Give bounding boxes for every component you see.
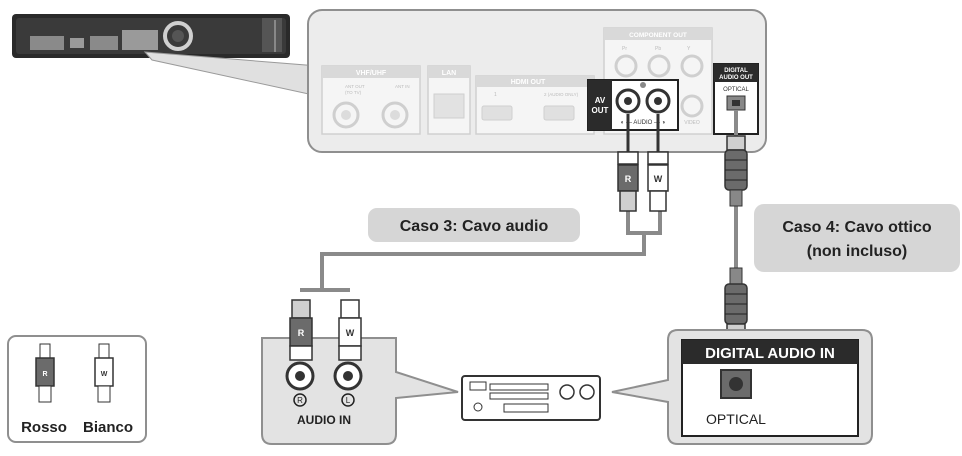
white-plug-bottom: W xyxy=(338,299,362,361)
optical-out-label: OPTICAL xyxy=(723,87,749,93)
svg-text:L: L xyxy=(346,396,351,405)
svg-text:Y: Y xyxy=(687,46,691,52)
receiver-audio-in-callout: R L AUDIO IN xyxy=(261,337,459,445)
svg-text:R: R xyxy=(42,371,47,378)
plug-color-legend: R W Rosso Bianco xyxy=(7,335,147,443)
hdmi-out-label: HDMI OUT xyxy=(511,79,546,86)
svg-text:2 (AUDIO ONLY): 2 (AUDIO ONLY) xyxy=(544,92,579,97)
legend-bianco: Bianco xyxy=(83,419,133,436)
audio-in-label: AUDIO IN xyxy=(297,413,351,427)
audio-label: ◐ — AUDIO — ◑ xyxy=(621,120,666,126)
legend-rosso: Rosso xyxy=(21,419,67,436)
vhf-uhf-label: VHF/UHF xyxy=(356,70,387,77)
svg-text:R: R xyxy=(297,396,303,405)
ant-in-label: ANT IN xyxy=(395,84,410,89)
player-back-panel: VHF/UHF ANT OUT (TO TV) ANT IN LAN HDMI … xyxy=(307,9,767,153)
svg-text:W: W xyxy=(101,371,108,378)
svg-text:1: 1 xyxy=(494,92,497,98)
svg-text:(TO TV): (TO TV) xyxy=(345,90,362,95)
svg-text:W: W xyxy=(654,174,663,184)
ant-out-label: ANT OUT xyxy=(345,84,365,89)
av-out-label: AV xyxy=(595,96,606,105)
svg-text:DIGITAL: DIGITAL xyxy=(724,68,748,74)
video-label: VIDEO xyxy=(684,120,700,126)
optical-in-label: OPTICAL xyxy=(706,411,766,427)
svg-text:OUT: OUT xyxy=(592,106,609,115)
red-plug-top: R xyxy=(617,151,639,212)
case3-caption: Caso 3: Cavo audio xyxy=(400,218,549,235)
svg-text:R: R xyxy=(625,174,632,184)
svg-text:W: W xyxy=(346,328,355,338)
svg-text:Pr: Pr xyxy=(622,46,627,52)
digital-audio-in-callout: DIGITAL AUDIO IN OPTICAL xyxy=(611,329,873,445)
red-plug-bottom: R xyxy=(289,299,313,361)
svg-text:Pb: Pb xyxy=(655,46,661,52)
player-thumbnail xyxy=(12,14,290,58)
case4-caption-line1: Caso 4: Cavo ottico xyxy=(782,219,932,236)
av-receiver xyxy=(461,375,601,421)
lan-label: LAN xyxy=(442,70,456,77)
zoom-wedge xyxy=(143,51,319,97)
optical-cable xyxy=(724,110,748,340)
svg-text:AUDIO OUT: AUDIO OUT xyxy=(719,75,753,81)
digital-audio-in-header: DIGITAL AUDIO IN xyxy=(705,345,835,362)
component-out-label: COMPONENT OUT xyxy=(629,32,687,39)
case4-caption-line2: (non incluso) xyxy=(807,243,907,260)
white-plug-top: W xyxy=(647,151,669,212)
svg-text:R: R xyxy=(298,328,305,338)
